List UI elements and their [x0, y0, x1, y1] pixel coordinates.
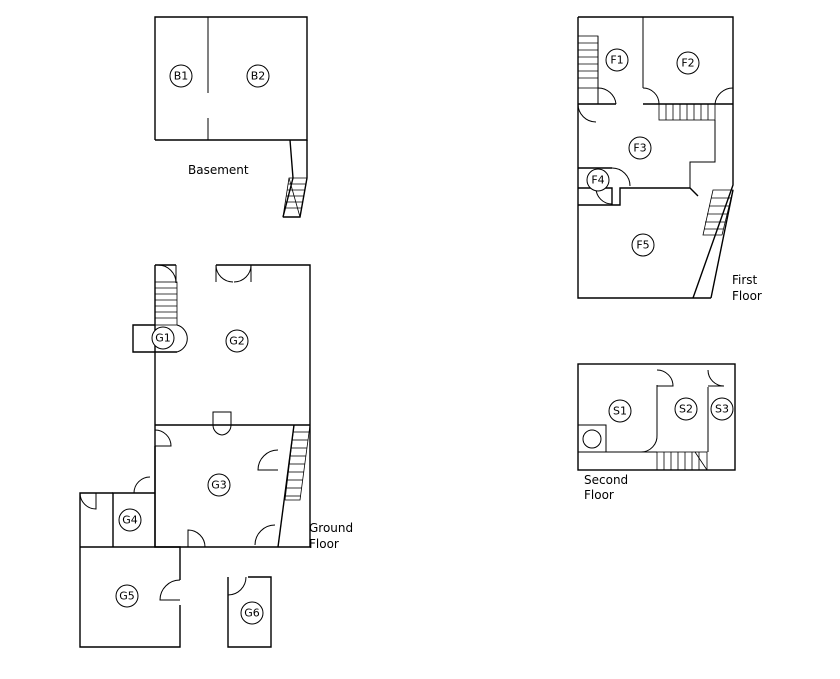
svg-text:G4: G4: [122, 514, 138, 527]
second-floor-plan: [577, 363, 736, 471]
svg-text:F1: F1: [610, 54, 623, 67]
svg-text:F3: F3: [633, 142, 646, 155]
room-f3: F3: [628, 136, 652, 160]
room-f2: F2: [676, 51, 700, 75]
first-stairs-right: [702, 189, 734, 236]
svg-text:G2: G2: [229, 335, 245, 348]
second-floor-label-line1: Second: [584, 473, 628, 487]
svg-text:F2: F2: [681, 57, 694, 70]
first-floor-plan: [577, 16, 734, 299]
svg-text:B2: B2: [251, 70, 266, 83]
first-stairs-left: [577, 35, 599, 89]
room-g5: G5: [115, 584, 139, 608]
room-g4: G4: [118, 508, 142, 532]
room-b2: B2: [246, 64, 270, 88]
room-g1: G1: [151, 326, 175, 350]
second-floor-label-line2: Floor: [584, 488, 614, 502]
svg-text:F5: F5: [636, 239, 649, 252]
ground-floor-label-line1: Ground: [309, 521, 353, 535]
basement-label: Basement: [188, 163, 249, 177]
svg-text:S2: S2: [679, 403, 693, 416]
room-g2: G2: [225, 329, 249, 353]
room-labels: B1 B2 G1 G2 G3 G4 G5 G6 F1 F2 F3 F4 F5 S…: [115, 48, 734, 625]
ground-stairs-left: [154, 281, 178, 326]
svg-text:S1: S1: [613, 405, 627, 418]
room-f1: F1: [605, 48, 629, 72]
first-floor-label-line1: First: [732, 273, 758, 287]
ground-stairs-right: [254, 424, 311, 548]
svg-text:F4: F4: [591, 174, 604, 187]
floor-labels: Basement Ground Floor First Floor Second…: [188, 163, 762, 551]
basement-plan: [154, 16, 308, 218]
svg-text:G3: G3: [211, 479, 227, 492]
room-g6: G6: [240, 601, 264, 625]
basement-stairs: [282, 177, 308, 218]
svg-text:G6: G6: [244, 607, 260, 620]
tank-icon: [582, 429, 602, 449]
ground-floor-plan: [79, 264, 311, 648]
room-f5: F5: [631, 233, 655, 257]
room-s3: S3: [710, 397, 734, 421]
svg-text:B1: B1: [174, 70, 189, 83]
ground-floor-label-line2: Floor: [309, 537, 339, 551]
room-s1: S1: [608, 399, 632, 423]
first-floor-label-line2: Floor: [732, 289, 762, 303]
svg-text:S3: S3: [715, 403, 729, 416]
svg-text:G5: G5: [119, 590, 135, 603]
room-s2: S2: [674, 397, 698, 421]
second-stairs: [656, 451, 708, 471]
room-b1: B1: [169, 64, 193, 88]
svg-text:G1: G1: [155, 332, 171, 345]
room-g3: G3: [207, 473, 231, 497]
first-stairs-top: [658, 103, 716, 121]
room-f4: F4: [586, 168, 610, 192]
